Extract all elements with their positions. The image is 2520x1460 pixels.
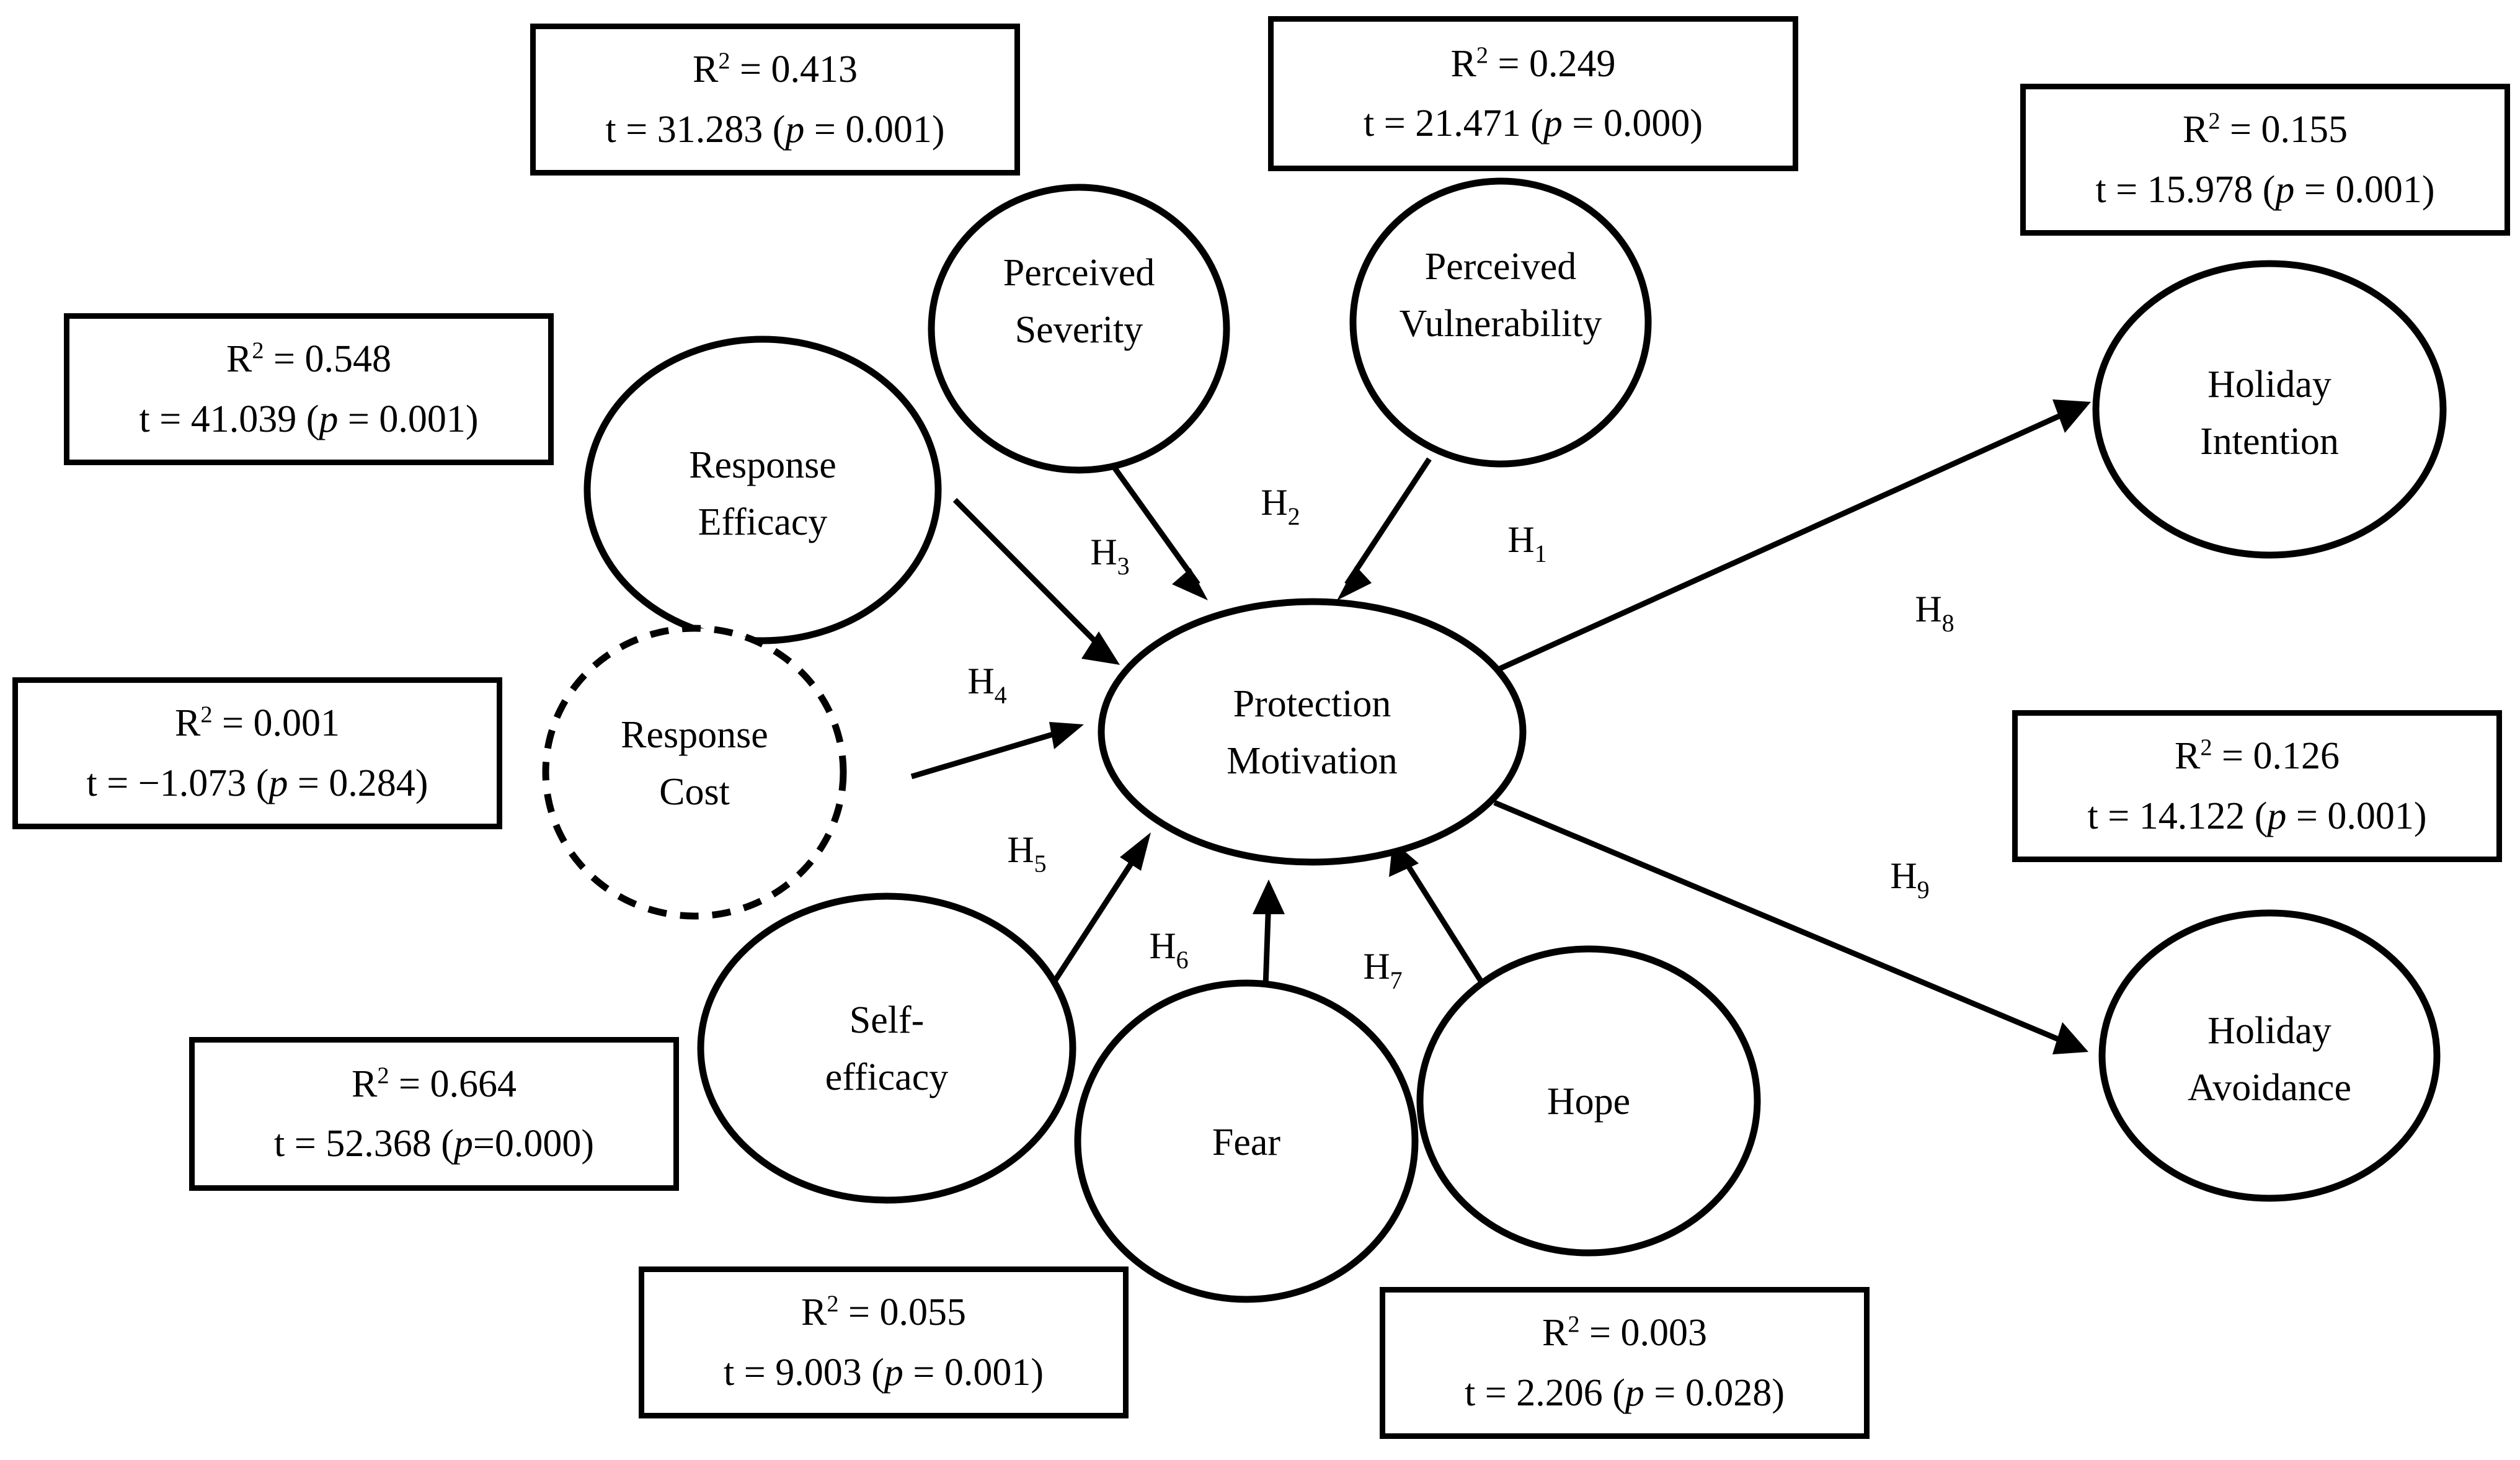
stat-r2-line: R2 = 0.155: [2182, 108, 2348, 151]
edge-h2: [1107, 460, 1208, 600]
node-fear[interactable]: Fear: [1074, 979, 1419, 1303]
node-label-line: Hope: [1547, 1080, 1630, 1123]
node-label-line: Self-: [850, 999, 925, 1041]
stat-t-line: t = 21.471 (p = 0.000): [1364, 102, 1703, 145]
stat-t-line: t = 9.003 (p = 0.001): [724, 1351, 1044, 1394]
stat-r2-line: R2 = 0.249: [1450, 42, 1616, 85]
stat-t-line: t = 52.368 (p=0.000): [274, 1123, 594, 1165]
hypothesis-label-h1: H1: [1507, 519, 1546, 568]
stat-box-response-efficacy: R2 = 0.548 t = 41.039 (p = 0.001): [64, 313, 554, 465]
hypothesis-label-h5: H5: [1007, 829, 1046, 878]
stat-t-line: t = 41.039 (p = 0.001): [139, 398, 479, 440]
stat-box-holiday-avoidance: R2 = 0.126 t = 14.122 (p = 0.001): [2012, 710, 2502, 862]
stat-t-line: t = 14.122 (p = 0.001): [2087, 795, 2427, 837]
node-label-line: Protection: [1233, 683, 1391, 725]
hypothesis-label-h4: H4: [967, 661, 1006, 709]
node-protection-motivation[interactable]: Protection Motivation: [1098, 598, 1527, 866]
stat-box-holiday-intention: R2 = 0.155 t = 15.978 (p = 0.001): [2020, 84, 2510, 236]
node-label-line: Efficacy: [698, 501, 828, 543]
stat-r2-line: R2 = 0.413: [692, 48, 858, 91]
edge-h1: [1337, 457, 1432, 600]
hypothesis-label-h3: H3: [1090, 532, 1129, 580]
node-perceived-vulnerability[interactable]: Perceived Vulnerability: [1349, 177, 1652, 468]
stat-box-self-efficacy: R2 = 0.664 t = 52.368 (p=0.000): [189, 1037, 679, 1191]
hypothesis-label-h9: H9: [1890, 855, 1929, 904]
node-response-efficacy[interactable]: Response Efficacy: [583, 336, 942, 644]
stat-r2-line: R2 = 0.001: [174, 701, 340, 745]
stat-r2-line: R2 = 0.126: [2174, 734, 2340, 778]
node-holiday-intention[interactable]: Holiday Intention: [2092, 260, 2447, 559]
edge-h8: [1493, 399, 2091, 674]
node-label-line: Response: [689, 444, 836, 486]
node-label-line: Severity: [1015, 309, 1143, 351]
node-label-line: Holiday: [2207, 363, 2331, 406]
edge-h4: [910, 722, 1084, 780]
edge-h7: [1389, 841, 1494, 1000]
hypothesis-labels-layer: H1 H2 H3 H4 H5 H6 H7 H8 H9: [967, 482, 1954, 994]
node-label-line: Perceived: [1003, 252, 1155, 294]
stat-t-line: t = 31.283 (p = 0.001): [605, 108, 945, 151]
stat-box-perceived-vulnerability: R2 = 0.249 t = 21.471 (p = 0.000): [1268, 16, 1798, 171]
stat-t-line: t = −1.073 (p = 0.284): [86, 762, 428, 804]
node-label-line: Motivation: [1227, 740, 1398, 782]
edge-h5: [1037, 832, 1151, 1007]
edge-h9: [1493, 799, 2088, 1054]
node-self-efficacy[interactable]: Self- efficacy: [697, 892, 1076, 1204]
node-label-line: Intention: [2200, 421, 2339, 463]
nodes-layer: Perceived Severity Perceived Vulnerabili…: [542, 177, 2447, 1303]
edge-h3: [952, 497, 1120, 665]
stat-t-line: t = 15.978 (p = 0.001): [2095, 168, 2435, 211]
node-label-line: Vulnerability: [1400, 303, 1602, 345]
stat-r2-line: R2 = 0.548: [226, 337, 392, 381]
stat-box-perceived-severity: R2 = 0.413 t = 31.283 (p = 0.001): [530, 24, 1020, 176]
node-holiday-avoidance[interactable]: Holiday Avoidance: [2098, 909, 2441, 1202]
stat-box-fear: R2 = 0.055 t = 9.003 (p = 0.001): [639, 1266, 1129, 1418]
stat-r2-line: R2 = 0.664: [351, 1062, 517, 1105]
node-response-cost[interactable]: Response Cost: [542, 625, 847, 920]
node-label-line: Perceived: [1425, 246, 1576, 288]
node-label-line: Avoidance: [2188, 1067, 2351, 1109]
stat-t-line: t = 2.206 (p = 0.028): [1465, 1371, 1785, 1414]
node-label-line: Response: [621, 714, 768, 756]
stat-box-hope: R2 = 0.003 t = 2.206 (p = 0.028): [1380, 1287, 1870, 1439]
stat-box-response-cost: R2 = 0.001 t = −1.073 (p = 0.284): [12, 677, 502, 829]
node-label-line: efficacy: [825, 1056, 948, 1098]
hypothesis-label-h7: H7: [1363, 946, 1402, 994]
hypothesis-label-h6: H6: [1149, 925, 1188, 974]
node-label-line: Fear: [1212, 1121, 1281, 1164]
node-hope[interactable]: Hope: [1416, 945, 1761, 1257]
stat-r2-line: R2 = 0.055: [801, 1291, 967, 1334]
hypothesis-label-h8: H8: [1915, 589, 1954, 637]
node-label-line: Cost: [659, 771, 730, 813]
hypothesis-label-h2: H2: [1261, 482, 1300, 530]
node-perceived-severity[interactable]: Perceived Severity: [928, 184, 1230, 474]
node-label-line: Holiday: [2207, 1010, 2331, 1052]
stat-r2-line: R2 = 0.003: [1542, 1311, 1708, 1355]
